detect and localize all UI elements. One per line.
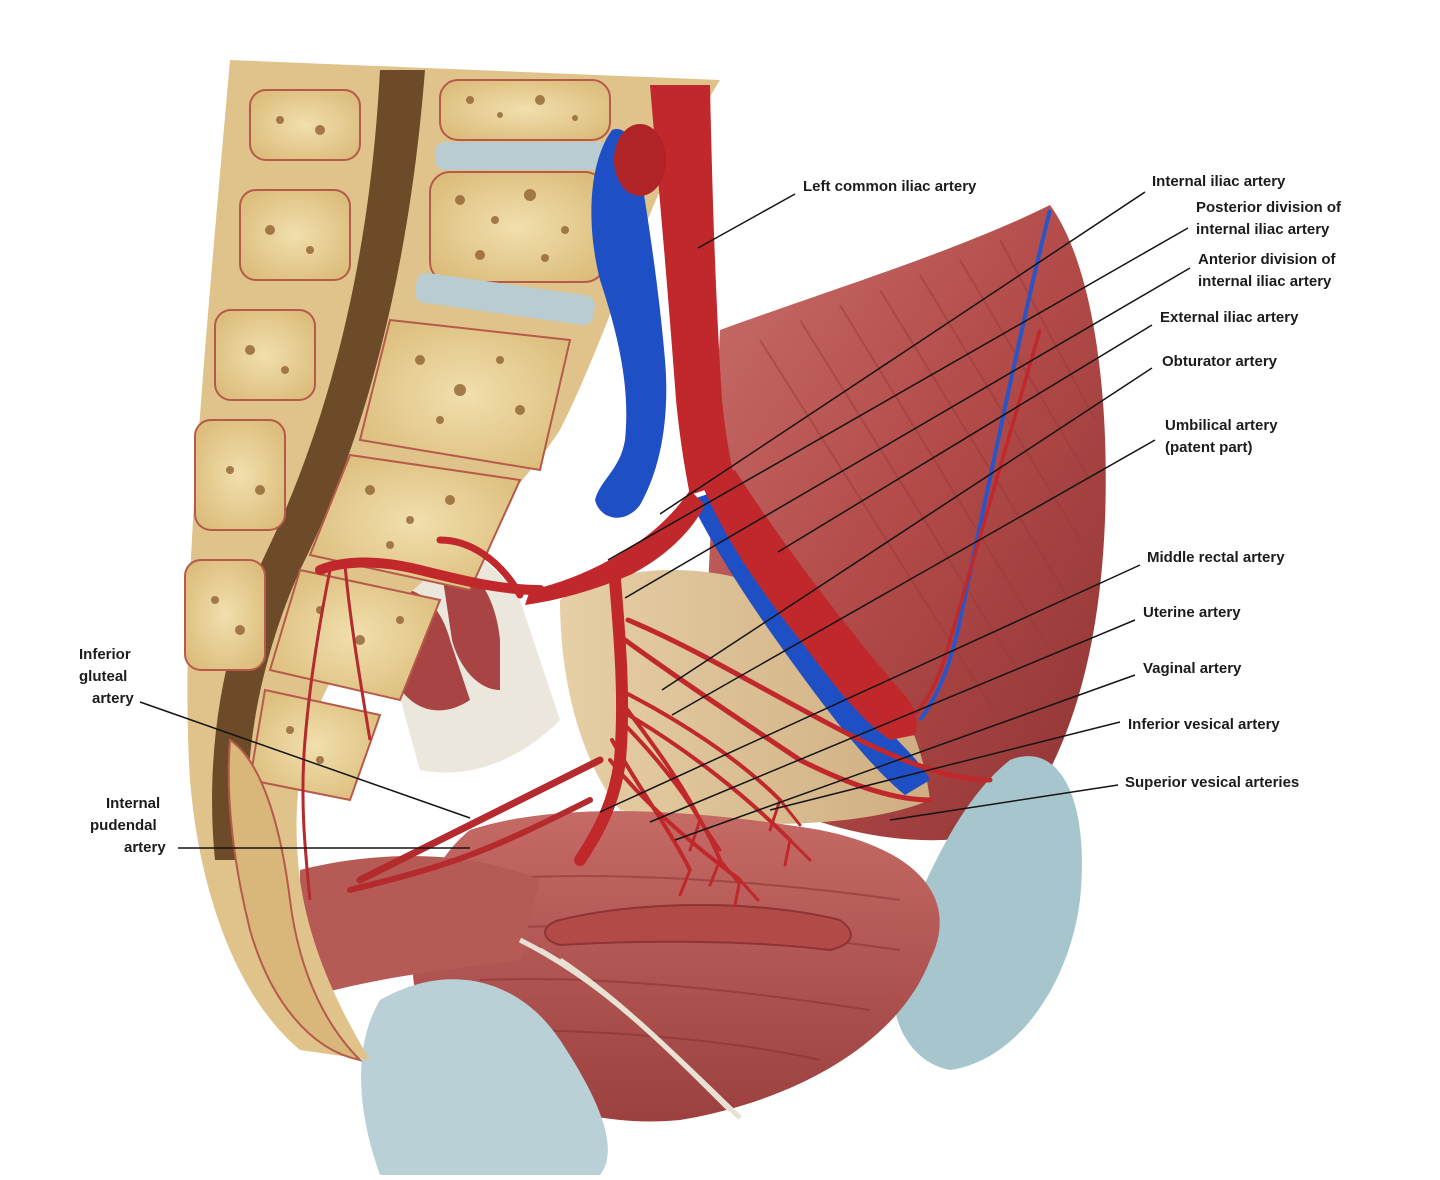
label-umbilical-1: Umbilical artery [1165, 417, 1278, 434]
label-anterior-division-1: Anterior division of [1198, 251, 1337, 268]
visceral-branches [608, 688, 792, 882]
label-superior-vesical: Superior vesical arteries [1125, 774, 1299, 791]
external-iliac-artery [700, 470, 917, 740]
urogenital-strands [518, 937, 742, 1120]
label-posterior-division-1: Posterior division of [1196, 199, 1342, 216]
umbilical-artery-vessel [625, 617, 993, 783]
label-external-iliac: External iliac artery [1160, 309, 1299, 326]
posterior-division-branch [436, 536, 524, 599]
common-iliac-vein [591, 129, 667, 518]
label-inferior-gluteal-3: artery [92, 690, 134, 707]
label-left-common-iliac: Left common iliac artery [803, 178, 977, 195]
sacral-crest-3 [184, 559, 266, 671]
label-internal-iliac: Internal iliac artery [1152, 173, 1286, 190]
inferior-gluteal-artery-vessel [356, 756, 604, 884]
leader-inferior-gluteal [139, 701, 471, 819]
muscle-fibers [759, 239, 1096, 721]
sacral-crest-2 [194, 419, 286, 531]
sacral-crest-1 [214, 309, 316, 401]
label-obturator: Obturator artery [1162, 353, 1278, 370]
disc-l4-l5 [435, 142, 615, 170]
internal-pudendal-artery-vessel [347, 797, 593, 893]
leader-posterior-division [607, 227, 1189, 561]
ovarian-artery [908, 329, 1042, 722]
obturator-artery-vessel [622, 637, 933, 803]
leader-uterine [649, 619, 1136, 823]
spine [184, 60, 721, 1062]
lower-ligament [361, 979, 608, 1175]
lateral-sacral-arteries [301, 564, 372, 901]
label-inferior-vesical: Inferior vesical artery [1128, 716, 1280, 733]
label-vaginal: Vaginal artery [1143, 660, 1242, 677]
bone-marrow-texture [211, 95, 578, 764]
posterior-division [315, 557, 545, 595]
disc-l5-s1 [415, 272, 595, 326]
arteries [301, 85, 1042, 907]
label-internal-pudendal-3: artery [124, 839, 166, 856]
leader-superior-vesical [889, 784, 1119, 821]
piriformis-muscle-2 [440, 560, 500, 690]
leader-vaginal [674, 674, 1136, 841]
leader-obturator [661, 367, 1153, 691]
label-inferior-gluteal-1: Inferior [79, 646, 131, 663]
leader-external-iliac [777, 324, 1153, 553]
ovarian-vein [918, 209, 1052, 722]
label-posterior-division-2: internal iliac artery [1196, 221, 1330, 238]
coccyx [248, 688, 382, 802]
left-common-iliac-artery [650, 85, 735, 495]
vertebra-l5 [429, 171, 606, 283]
sacral-body-s2 [308, 453, 522, 592]
leader-umbilical [671, 439, 1156, 716]
bladder-wall [544, 904, 852, 952]
terminal-branches [678, 798, 812, 907]
label-internal-pudendal-2: pudendal [90, 817, 157, 834]
leader-middle-rectal [599, 564, 1141, 813]
pubic-cartilage [892, 756, 1082, 1070]
label-umbilical-2: (patent part) [1165, 439, 1253, 456]
sacral-body-s1 [358, 318, 572, 472]
leader-internal-iliac [659, 191, 1146, 515]
leader-anterior-division [624, 267, 1191, 599]
leader-inferior-vesical [769, 721, 1121, 811]
label-internal-pudendal-1: Internal [106, 795, 160, 812]
vertebral-canal [212, 70, 425, 860]
label-middle-rectal: Middle rectal artery [1147, 549, 1285, 566]
spinous-process-2 [239, 189, 351, 281]
labels: Left common iliac artery Internal iliac … [79, 173, 1342, 856]
lower-coccyx [227, 738, 364, 1062]
label-inferior-gluteal-2: gluteal [79, 668, 127, 685]
leader-lines [139, 191, 1191, 849]
coccygeus-muscle [300, 856, 540, 1000]
vertebra-l4 [439, 79, 611, 141]
leader-left-common-iliac [697, 193, 796, 249]
aorta-cut [614, 124, 666, 196]
label-uterine: Uterine artery [1143, 604, 1241, 621]
label-anterior-division-2: internal iliac artery [1198, 273, 1332, 290]
spinous-process-1 [249, 89, 361, 161]
